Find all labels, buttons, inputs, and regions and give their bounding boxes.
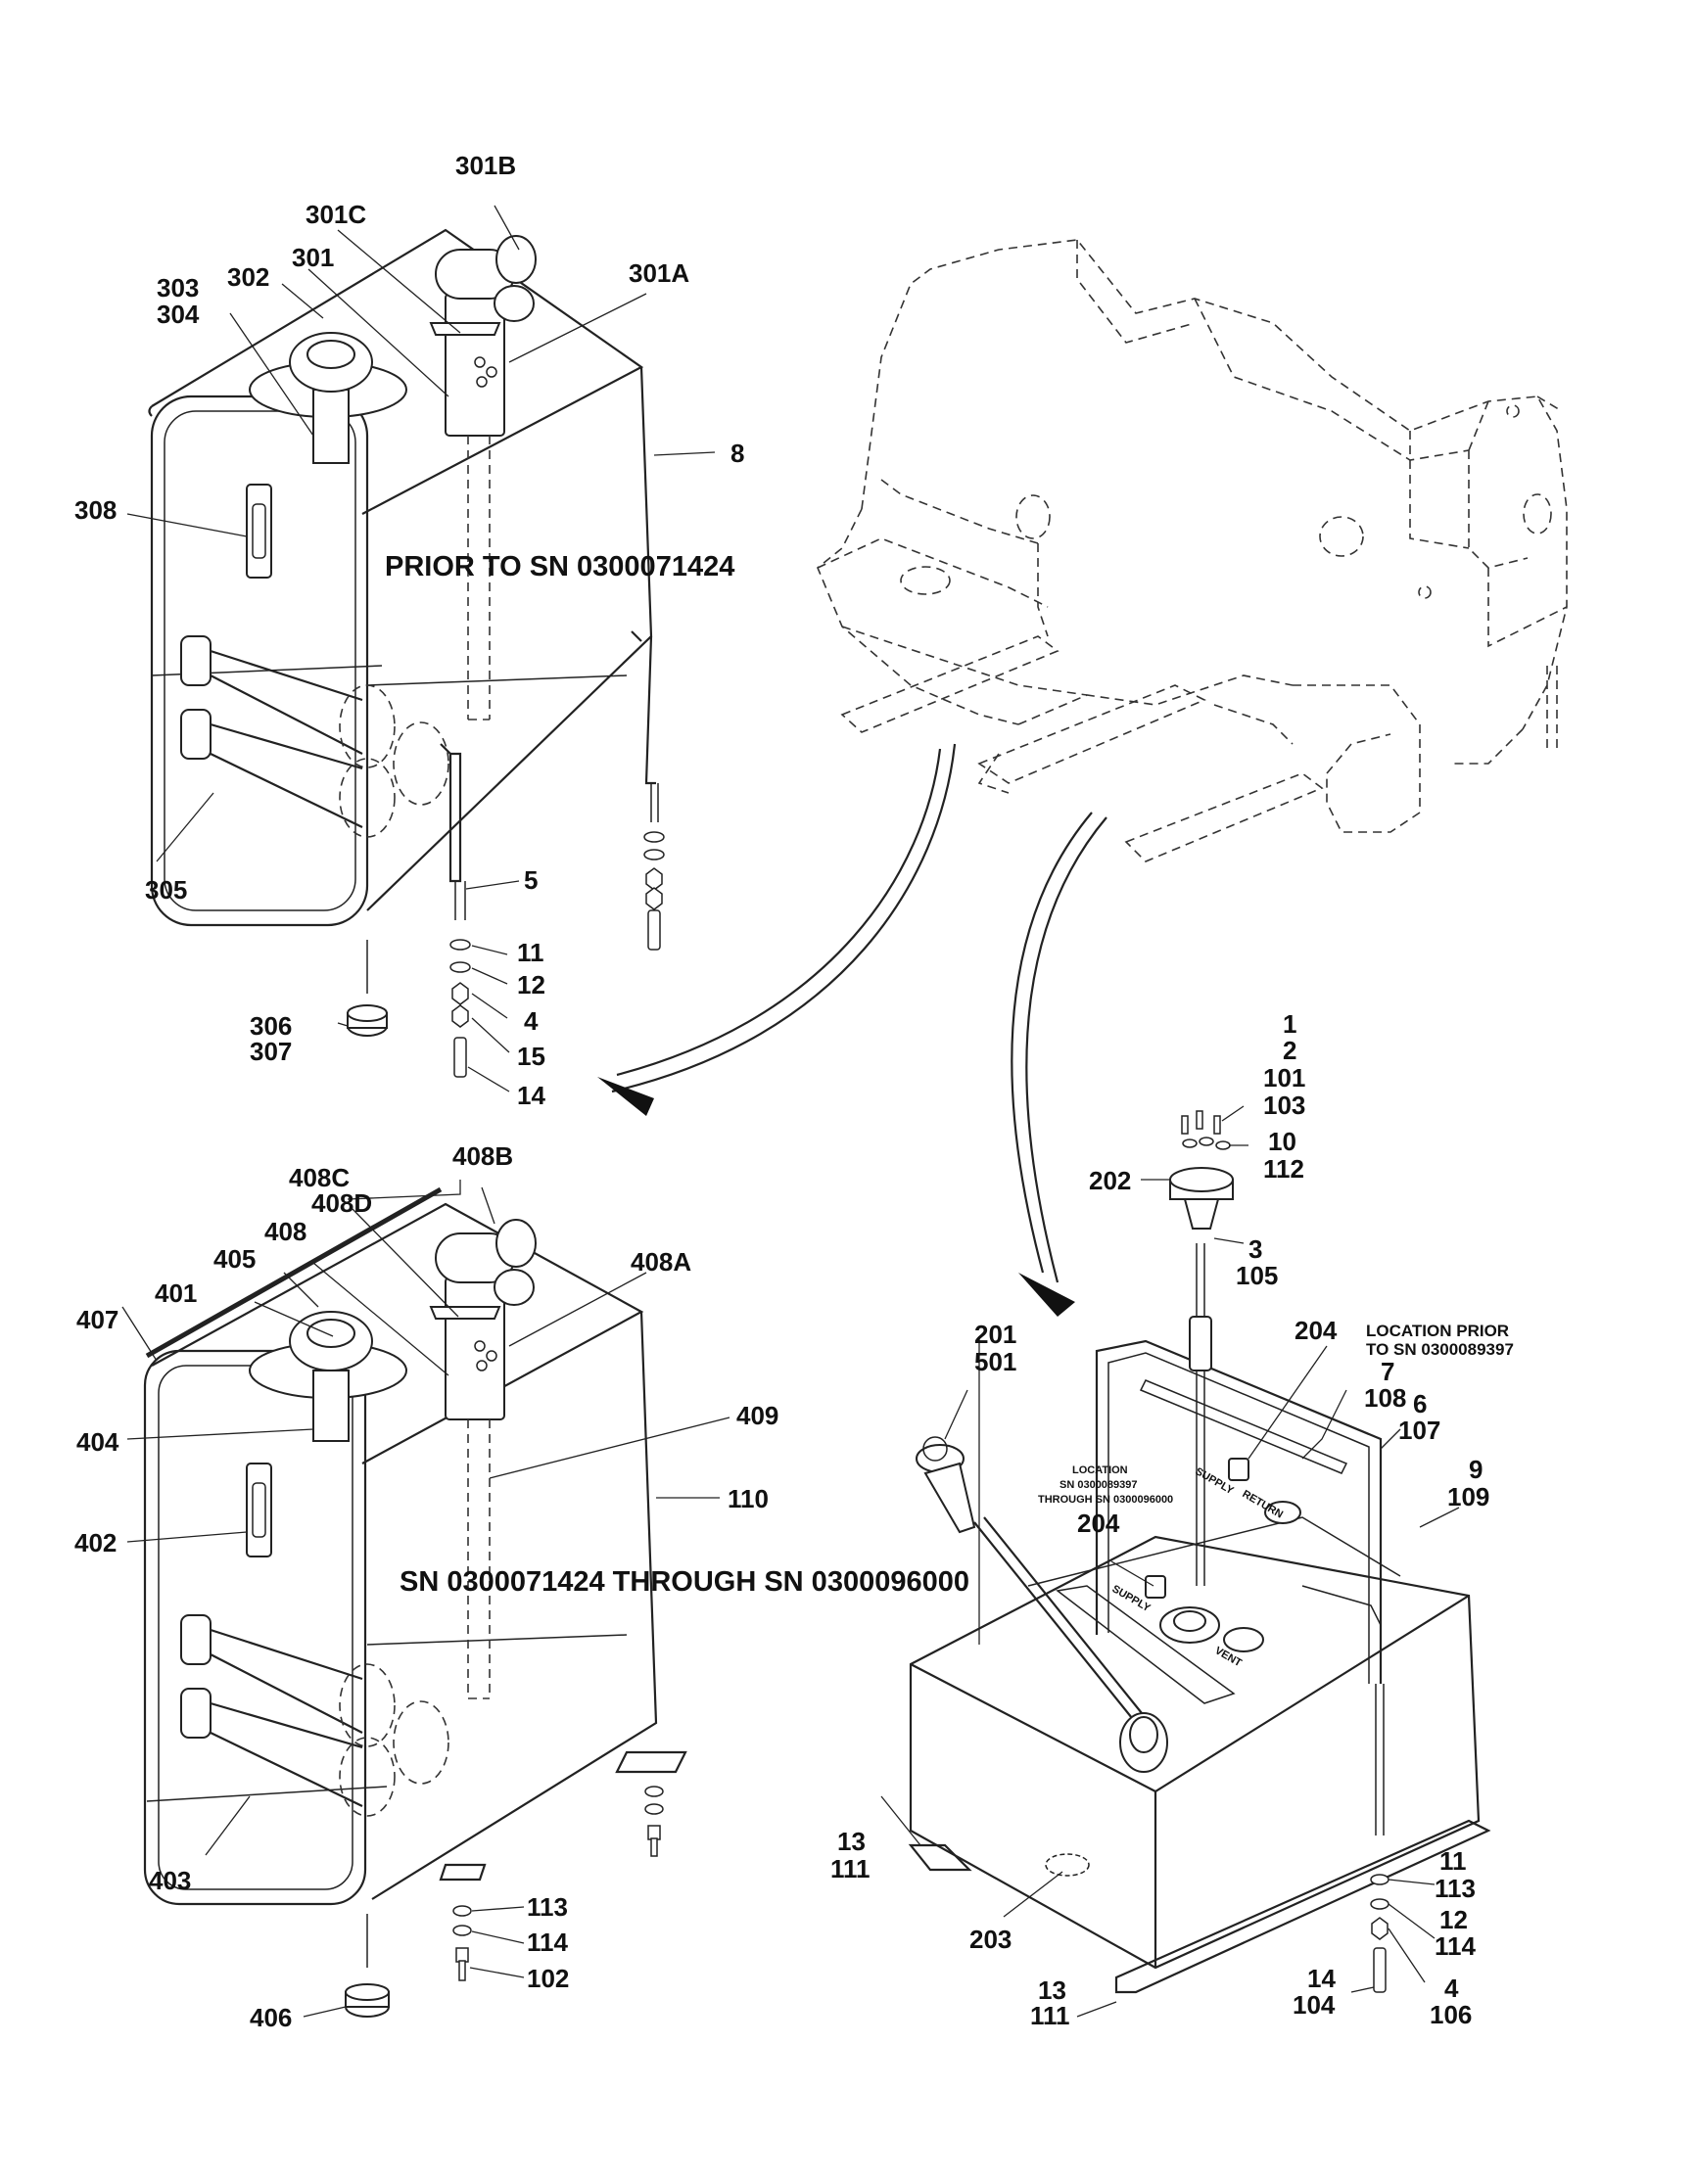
callout-11-right: 11 <box>1439 1846 1467 1876</box>
callout-5: 5 <box>524 865 538 895</box>
callout-11-upper: 11 <box>517 938 544 967</box>
location-range-line3: THROUGH SN 0300096000 <box>1038 1494 1173 1506</box>
callout-306: 306 <box>250 1011 292 1041</box>
callout-404: 404 <box>76 1427 119 1457</box>
callout-403: 403 <box>149 1866 191 1895</box>
callout-204-upper: 204 <box>1295 1316 1338 1345</box>
callout-112: 112 <box>1263 1154 1304 1184</box>
callout-6: 6 <box>1413 1389 1427 1418</box>
callout-203: 203 <box>969 1925 1012 1954</box>
callout-2: 2 <box>1283 1036 1296 1065</box>
callout-301A: 301A <box>629 258 689 288</box>
callout-12-right: 12 <box>1439 1905 1468 1934</box>
callout-1: 1 <box>1283 1009 1296 1039</box>
callout-107: 107 <box>1398 1416 1440 1445</box>
callout-15: 15 <box>517 1042 545 1071</box>
callout-8: 8 <box>730 439 744 468</box>
callout-4-right: 4 <box>1444 1974 1459 2003</box>
callout-304: 304 <box>157 300 200 329</box>
callout-308: 308 <box>74 495 117 525</box>
callout-409: 409 <box>736 1401 778 1430</box>
callout-105: 105 <box>1236 1261 1278 1290</box>
callout-408C: 408C <box>289 1163 350 1192</box>
part-callouts: 301B 301C 301 301A 303 304 302 8 308 305… <box>74 151 1489 2032</box>
callout-10: 10 <box>1268 1127 1296 1156</box>
filter-canisters <box>180 635 449 838</box>
callout-14-upper: 14 <box>517 1081 545 1110</box>
callout-104: 104 <box>1293 1990 1336 2020</box>
callout-408: 408 <box>264 1217 306 1246</box>
callout-4-upper: 4 <box>524 1006 539 1036</box>
callout-204-lower: 204 <box>1077 1509 1120 1538</box>
location-prior-line1: LOCATION PRIOR <box>1366 1322 1509 1340</box>
callout-408B: 408B <box>452 1141 513 1171</box>
callout-407: 407 <box>76 1305 118 1334</box>
callout-111-bottom: 111 <box>1030 2001 1070 2030</box>
callout-13-bottom: 13 <box>1038 1975 1066 2005</box>
callout-7: 7 <box>1381 1357 1394 1386</box>
transfer-arrows <box>597 743 1107 1317</box>
upper-hydraulic-tank <box>148 228 665 1078</box>
callout-103: 103 <box>1263 1091 1305 1120</box>
callout-303: 303 <box>157 273 199 302</box>
callout-114-right: 114 <box>1435 1931 1476 1961</box>
location-prior-line2: TO SN 0300089397 <box>1366 1340 1514 1359</box>
callout-113-left: 113 <box>527 1892 568 1922</box>
callout-3: 3 <box>1248 1234 1262 1264</box>
callout-301B: 301B <box>455 151 516 180</box>
captions: PRIOR TO SN 0300071424 SN 0300071424 THR… <box>385 551 1514 1598</box>
location-range-line2: SN 0300089397 <box>1059 1479 1138 1491</box>
sender-screws <box>1181 1110 1231 1150</box>
callout-14-right: 14 <box>1307 1964 1336 1993</box>
callout-301: 301 <box>292 243 334 272</box>
callout-110: 110 <box>728 1484 769 1513</box>
callout-109: 109 <box>1447 1482 1489 1511</box>
location-range-line1: LOCATION <box>1072 1464 1128 1476</box>
callout-405: 405 <box>213 1244 256 1274</box>
callout-305: 305 <box>145 875 187 905</box>
callout-9: 9 <box>1469 1455 1483 1484</box>
callout-401: 401 <box>155 1278 197 1308</box>
callout-408D: 408D <box>311 1188 372 1218</box>
callout-201: 201 <box>974 1320 1016 1349</box>
callout-307: 307 <box>250 1037 292 1066</box>
caption-prior-to-sn: PRIOR TO SN 0300071424 <box>385 551 734 582</box>
callout-301C: 301C <box>306 200 366 229</box>
callout-501: 501 <box>974 1347 1016 1376</box>
fuel-filler-cap <box>916 1436 1168 1773</box>
callout-111-left: 111 <box>830 1854 871 1883</box>
callout-406: 406 <box>250 2003 292 2032</box>
callout-113-right: 113 <box>1435 1874 1476 1903</box>
machine-frame <box>817 239 1568 862</box>
callout-12-upper: 12 <box>517 970 545 999</box>
callout-102: 102 <box>527 1964 569 1993</box>
fuel-tank <box>908 1110 1491 1994</box>
callout-408A: 408A <box>631 1247 691 1277</box>
callout-202: 202 <box>1089 1166 1131 1195</box>
callout-108: 108 <box>1364 1383 1406 1413</box>
callout-402: 402 <box>74 1528 117 1557</box>
callout-114-left: 114 <box>527 1928 568 1957</box>
callout-106: 106 <box>1430 2000 1472 2029</box>
callout-13-left: 13 <box>837 1827 866 1856</box>
leader-lines <box>121 205 1460 2018</box>
lower-hydraulic-tank <box>143 1186 687 2018</box>
caption-sn-range: SN 0300071424 THROUGH SN 0300096000 <box>400 1566 969 1598</box>
callout-101: 101 <box>1263 1063 1305 1092</box>
callout-302: 302 <box>227 262 269 292</box>
